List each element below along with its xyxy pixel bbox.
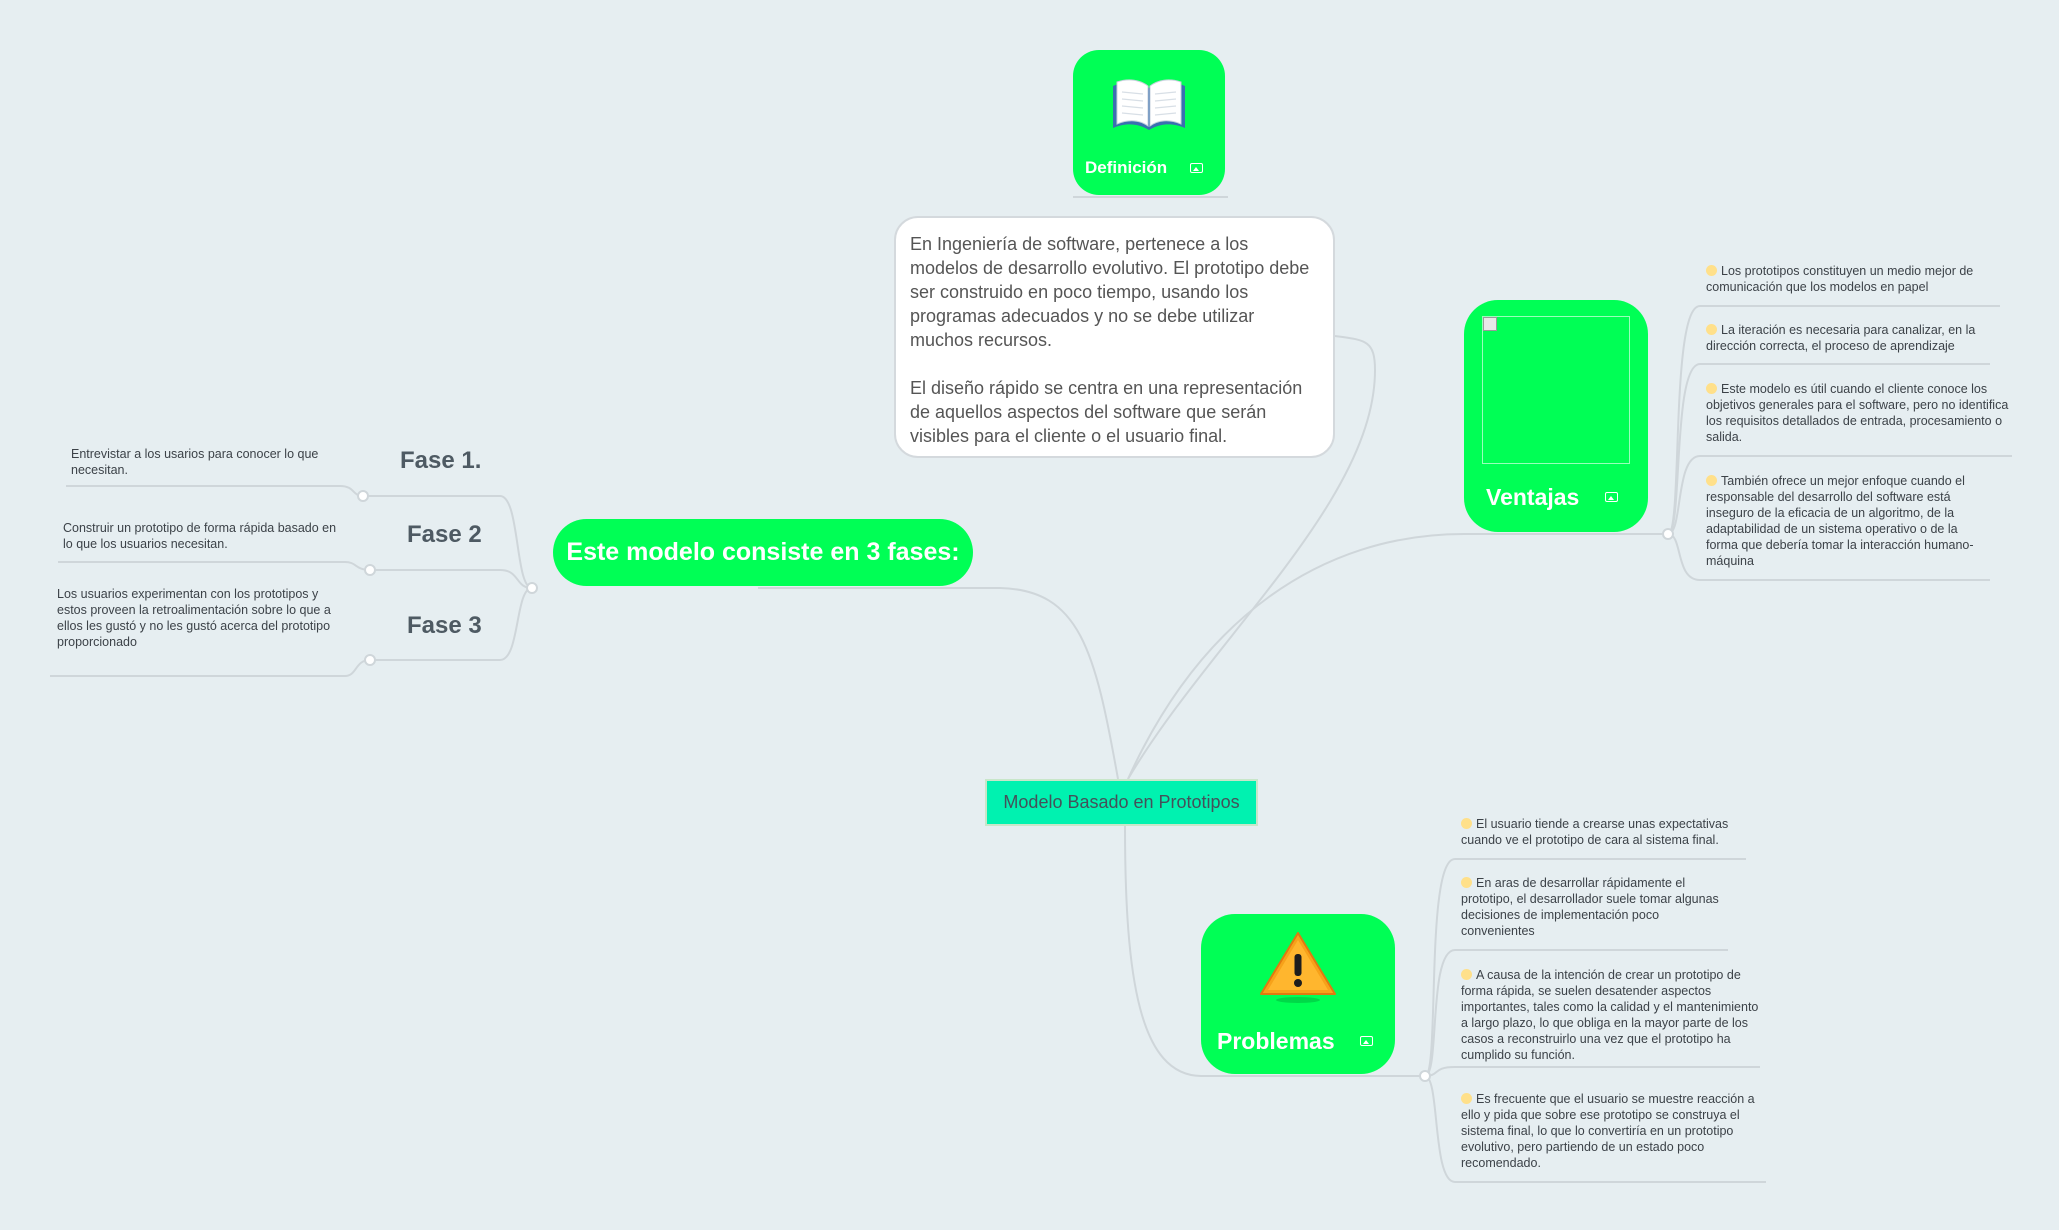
problem-item[interactable]: A causa de la intención de crear un prot… (1461, 968, 1759, 1062)
warning-icon (1260, 932, 1336, 1003)
bullet-icon (1461, 818, 1472, 829)
problem-item[interactable]: Es frecuente que el usuario se muestre r… (1461, 1092, 1755, 1170)
phases-topic[interactable]: Este modelo consiste en 3 fases: (553, 519, 973, 586)
advantages-topic[interactable]: Ventajas (1464, 300, 1648, 532)
advantage-item[interactable]: Este modelo es útil cuando el cliente co… (1706, 382, 2009, 444)
advantage-item[interactable]: La iteración es necesaria para canalizar… (1706, 323, 1976, 353)
root-topic-label: Modelo Basado en Prototipos (1003, 792, 1240, 812)
phase-1-label[interactable]: Fase 1. (400, 447, 482, 474)
bullet-icon (1461, 877, 1472, 888)
bullet-icon (1461, 1093, 1472, 1104)
bullet-icon (1461, 969, 1472, 980)
definition-paragraph-2: El diseño rápido se centra en una repres… (910, 378, 1303, 446)
phase-3-label[interactable]: Fase 3 (407, 612, 482, 639)
bullet-icon (1706, 475, 1717, 486)
image-icon (1360, 1036, 1373, 1046)
advantages-topic-label: Ventajas (1486, 484, 1580, 510)
phase-1-description[interactable]: Entrevistar a los usarios para conocer l… (71, 447, 319, 477)
book-icon (1113, 79, 1185, 130)
problems-topic-label: Problemas (1217, 1028, 1335, 1054)
phase-3-description[interactable]: Los usuarios experimentan con los protot… (57, 587, 331, 649)
advantage-item[interactable]: También ofrece un mejor enfoque cuando e… (1706, 474, 1974, 568)
phase-2-description[interactable]: Construir un prototipo de forma rápida b… (63, 521, 337, 551)
problem-item[interactable]: En aras de desarrollar rápidamente el pr… (1461, 876, 1719, 938)
bullet-icon (1706, 324, 1717, 335)
broken-image (1482, 316, 1630, 464)
definition-text-box[interactable]: En Ingeniería de software, pertenece a l… (894, 216, 1335, 458)
definition-topic-label: Definición (1085, 158, 1168, 177)
root-topic[interactable]: Modelo Basado en Prototipos (985, 779, 1258, 826)
problems-topic[interactable]: Problemas (1201, 914, 1395, 1074)
definition-paragraph-1: En Ingeniería de software, pertenece a l… (910, 234, 1310, 350)
bullet-icon (1706, 383, 1717, 394)
phases-topic-label: Este modelo consiste en 3 fases: (566, 538, 960, 566)
bullet-icon (1706, 265, 1717, 276)
image-icon (1605, 492, 1618, 502)
phase-2-label[interactable]: Fase 2 (407, 521, 482, 548)
image-icon (1190, 163, 1203, 173)
problem-item[interactable]: El usuario tiende a crearse unas expecta… (1461, 817, 1729, 847)
definition-topic[interactable]: Definición (1073, 50, 1225, 195)
advantage-item[interactable]: Los prototipos constituyen un medio mejo… (1706, 264, 1974, 294)
